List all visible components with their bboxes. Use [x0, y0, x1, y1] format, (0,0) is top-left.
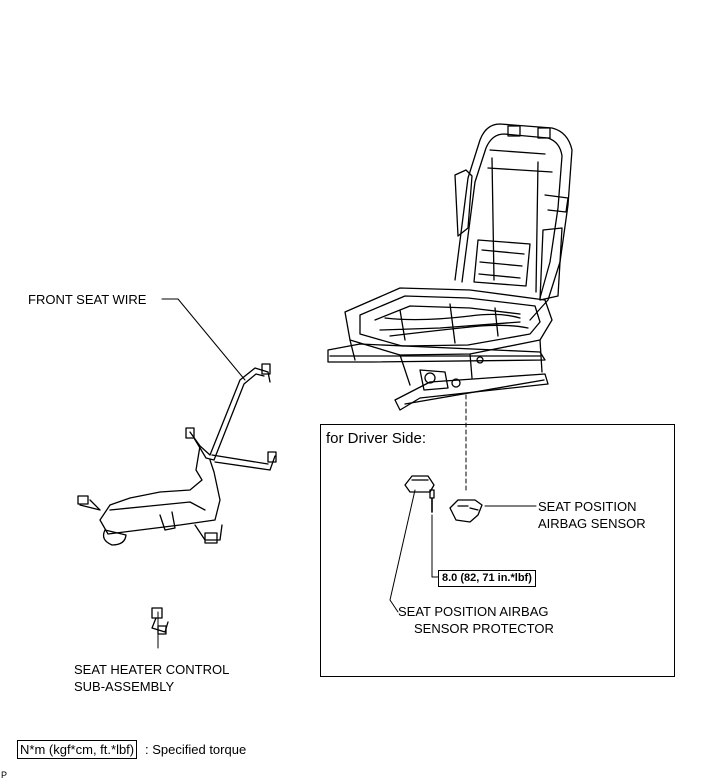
sensor-protector-label-line2: SENSOR PROTECTOR [414, 621, 554, 636]
airbag-sensor-label-line2: AIRBAG SENSOR [538, 516, 646, 531]
driver-side-box [320, 424, 675, 677]
airbag-sensor-illustration [449, 499, 483, 523]
driver-side-title: for Driver Side: [326, 430, 427, 447]
torque-value-box: 8.0 (82, 71 in.*lbf) [438, 570, 536, 587]
seat-heater-label-line1: SEAT HEATER CONTROL [74, 662, 230, 677]
seat-heater-label-line2: SUB-ASSEMBLY [74, 679, 175, 694]
seat-frame-illustration [327, 123, 573, 411]
airbag-sensor-label-line1: SEAT POSITION [538, 499, 637, 514]
bolt-illustration [429, 489, 435, 513]
front-seat-wire-label: FRONT SEAT WIRE [28, 292, 147, 307]
sensor-protector-label-line1: SEAT POSITION AIRBAG [398, 604, 549, 619]
corner-mark: P [1, 770, 8, 780]
front-seat-wire-illustration [77, 363, 277, 546]
torque-legend-description: : Specified torque [145, 742, 247, 757]
seat-heater-control-illustration [151, 607, 169, 649]
sensor-protector-illustration [404, 475, 435, 493]
torque-unit-legend-box: N*m (kgf*cm, ft.*lbf) [17, 740, 138, 759]
